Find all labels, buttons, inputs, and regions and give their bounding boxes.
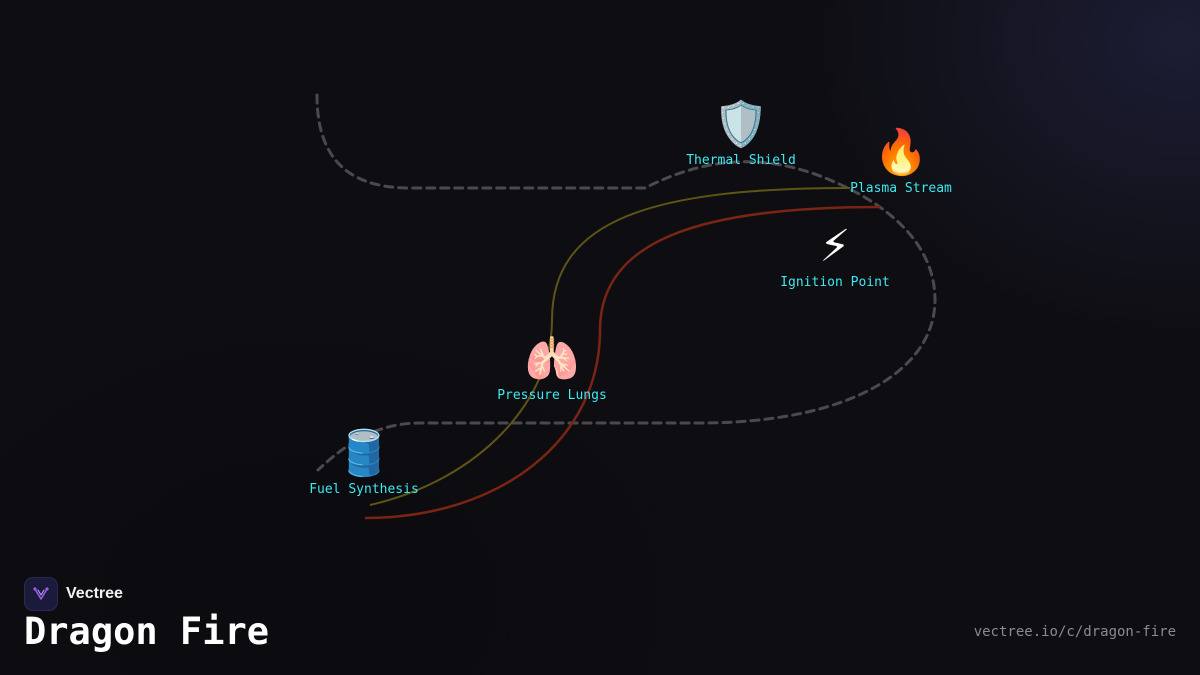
node-label: Pressure Lungs (497, 388, 607, 403)
vectree-tree-icon (33, 587, 49, 600)
node-label: Thermal Shield (686, 153, 796, 168)
node-thermal-shield[interactable]: 🛡️ Thermal Shield (641, 99, 841, 169)
node-label: Plasma Stream (850, 181, 952, 196)
red-connection-line (364, 205, 881, 520)
vectree-logo (24, 577, 58, 611)
page-title: Dragon Fire (24, 610, 270, 653)
olive-connection-line (369, 187, 851, 506)
dashed-flow-path (315, 93, 937, 472)
fire-icon: 🔥 (873, 127, 929, 178)
node-label: Fuel Synthesis (309, 482, 419, 497)
node-label: Ignition Point (780, 275, 890, 290)
brand-name: Vectree (66, 585, 123, 602)
lungs-icon: 🫁 (524, 334, 580, 385)
brand[interactable]: Vectree (24, 577, 123, 611)
page-url[interactable]: vectree.io/c/dragon-fire (973, 624, 1176, 640)
node-fuel-synthesis[interactable]: 🛢️ Fuel Synthesis (264, 428, 464, 498)
node-pressure-lungs[interactable]: 🫁 Pressure Lungs (452, 334, 652, 404)
node-ignition-point[interactable]: ⚡ Ignition Point (735, 221, 935, 291)
node-plasma-stream[interactable]: 🔥 Plasma Stream (801, 127, 1001, 197)
oil-drum-icon: 🛢️ (336, 428, 392, 479)
lightning-icon: ⚡ (819, 221, 851, 272)
shield-icon: 🛡️ (713, 99, 769, 150)
